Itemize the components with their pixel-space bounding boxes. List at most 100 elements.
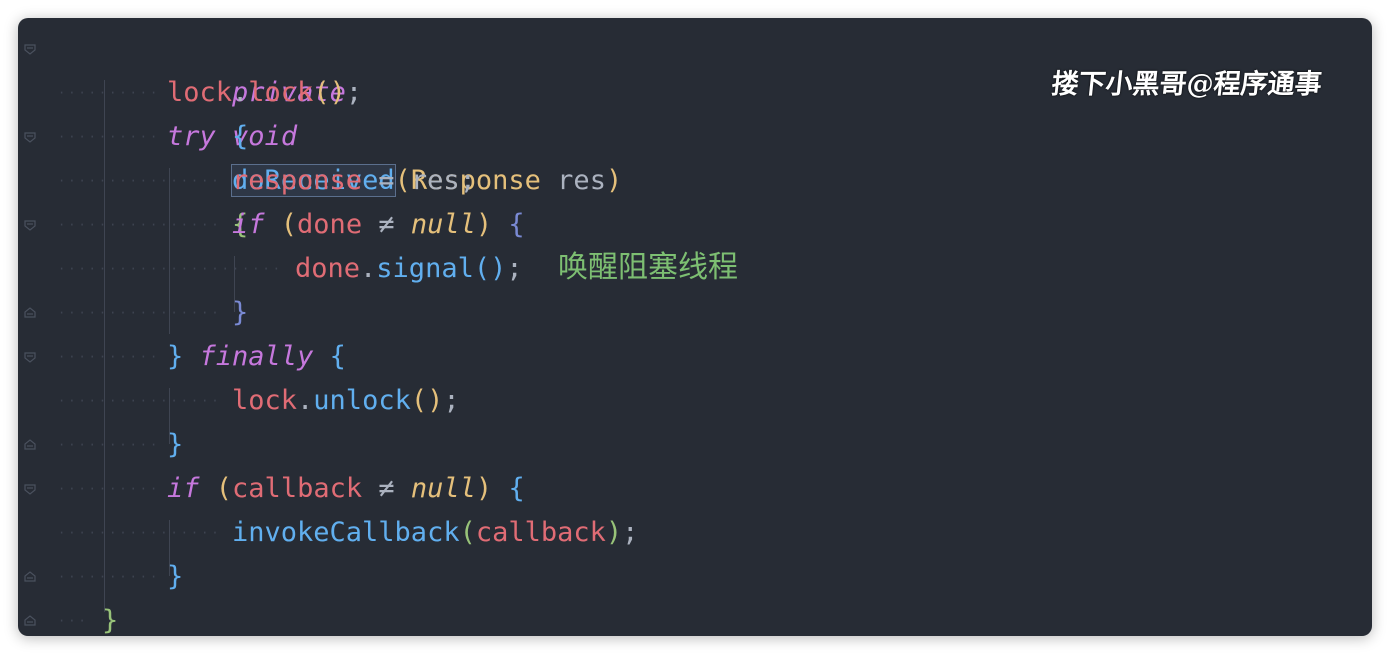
code-editor-window: private void doReceived(Response res) { … bbox=[18, 18, 1372, 636]
dot: . bbox=[297, 385, 314, 416]
code-line-2[interactable]: ·········· lock.lock(); bbox=[18, 71, 1338, 115]
indent-guide bbox=[169, 520, 170, 576]
method-call: signal bbox=[376, 253, 474, 284]
method-call: lock bbox=[248, 77, 314, 108]
paren: () bbox=[473, 253, 507, 284]
argument: callback bbox=[475, 517, 606, 548]
whitespace-dots: ·········· bbox=[58, 570, 161, 584]
brace: } bbox=[232, 297, 249, 328]
method-name-selected[interactable]: doReceived bbox=[231, 164, 396, 197]
whitespace-dots: ················ bbox=[58, 174, 222, 188]
brace: } bbox=[167, 341, 184, 372]
identifier: lock bbox=[167, 77, 233, 108]
brace: } bbox=[167, 429, 184, 460]
code-line-10[interactable]: ·········· } bbox=[18, 423, 1338, 467]
editor-gutter bbox=[18, 18, 58, 636]
semicolon: ; bbox=[443, 385, 460, 416]
keyword-null: null bbox=[410, 209, 476, 240]
code-line-1[interactable]: private void doReceived(Response res) { bbox=[18, 27, 1338, 240]
keyword-null: null bbox=[410, 473, 476, 504]
code-line-9[interactable]: ················ lock.unlock(); bbox=[18, 379, 1338, 423]
fold-close-icon[interactable] bbox=[24, 307, 36, 319]
fold-open-icon[interactable] bbox=[24, 43, 36, 55]
fold-open-icon[interactable] bbox=[24, 131, 36, 143]
semicolon: ; bbox=[345, 77, 363, 108]
whitespace-dots: ················ bbox=[58, 526, 222, 540]
whitespace-dots: ·········· bbox=[58, 130, 161, 144]
indent-guide bbox=[234, 256, 235, 312]
paren: () bbox=[410, 385, 444, 416]
fold-open-icon[interactable] bbox=[24, 351, 36, 363]
whitespace-dots: ················ bbox=[58, 306, 222, 320]
paren: ( bbox=[280, 209, 298, 240]
indent-guide bbox=[169, 388, 170, 444]
annotation-wake-blocked-thread: 唤醒阻塞线程 bbox=[558, 250, 738, 285]
brace: { bbox=[329, 341, 346, 372]
dot: . bbox=[232, 77, 249, 108]
whitespace-dots: ·········· bbox=[58, 86, 161, 100]
fold-open-icon[interactable] bbox=[24, 483, 36, 495]
identifier: done bbox=[297, 209, 363, 240]
whitespace-dots: ················ bbox=[58, 394, 222, 408]
semicolon: ; bbox=[506, 253, 523, 284]
code-line-14[interactable]: ··· } bbox=[18, 599, 1338, 636]
identifier: callback bbox=[232, 473, 363, 504]
code-line-3[interactable]: ·········· try { bbox=[18, 115, 1338, 159]
paren: ) bbox=[605, 165, 623, 196]
identifier: response bbox=[232, 165, 363, 196]
operator: ≠ bbox=[362, 473, 411, 504]
paren: ( bbox=[394, 165, 411, 196]
keyword: finally bbox=[199, 341, 314, 372]
whitespace-dots: ·········· bbox=[58, 438, 161, 452]
code-line-5[interactable]: ················ if (done ≠ null) { bbox=[18, 203, 1338, 247]
paren: ( bbox=[459, 517, 476, 548]
code-line-4[interactable]: ················ response = res; bbox=[18, 159, 1338, 203]
type-name: Response bbox=[410, 165, 541, 196]
brace: } bbox=[167, 561, 184, 592]
whitespace-dots: ·········· bbox=[58, 350, 161, 364]
fold-close-icon[interactable] bbox=[24, 439, 36, 451]
whitespace-dots: ················ bbox=[58, 218, 222, 232]
keyword: if bbox=[167, 473, 200, 504]
keyword: try bbox=[167, 121, 216, 152]
fold-close-icon[interactable] bbox=[24, 615, 36, 627]
semicolon: ; bbox=[622, 517, 639, 548]
keyword: private bbox=[232, 77, 346, 108]
code-line-8[interactable]: ·········· } finally { bbox=[18, 335, 1338, 379]
semicolon: ; bbox=[459, 165, 476, 196]
paren: () bbox=[313, 77, 346, 108]
whitespace-dots: ······················ bbox=[58, 262, 283, 276]
brace: { bbox=[508, 209, 525, 240]
method-call: invokeCallback bbox=[232, 517, 460, 548]
operator: = bbox=[362, 165, 411, 196]
dot: . bbox=[360, 253, 377, 284]
code-line-11[interactable]: ·········· if (callback ≠ null) { bbox=[18, 467, 1338, 511]
fold-close-icon[interactable] bbox=[24, 571, 36, 583]
paren: ) bbox=[475, 473, 493, 504]
watermark: 搂下小黑哥@程序通事 bbox=[1050, 69, 1324, 100]
code-line-12[interactable]: ················ invokeCallback(callback… bbox=[18, 511, 1338, 555]
paren: ) bbox=[605, 517, 623, 548]
operator: ≠ bbox=[362, 209, 411, 240]
code-line-13[interactable]: ·········· } bbox=[18, 555, 1338, 599]
whitespace-dots: ··· bbox=[58, 614, 89, 628]
indent-guide bbox=[104, 80, 105, 612]
brace: { bbox=[232, 121, 249, 152]
parameter: res bbox=[540, 165, 606, 196]
keyword: if bbox=[232, 209, 265, 240]
indent-guide bbox=[169, 168, 170, 334]
code-line-7[interactable]: ················ } bbox=[18, 291, 1338, 335]
brace: { bbox=[508, 473, 525, 504]
brace: } bbox=[102, 605, 119, 636]
code-line-6[interactable]: ······················ done.signal(); bbox=[18, 247, 1338, 291]
identifier: done bbox=[295, 253, 361, 284]
paren: ) bbox=[475, 209, 493, 240]
paren: ( bbox=[215, 473, 233, 504]
identifier: lock bbox=[232, 385, 298, 416]
brace: { bbox=[232, 209, 249, 240]
fold-open-icon[interactable] bbox=[24, 219, 36, 231]
method-call: unlock bbox=[313, 385, 411, 416]
identifier: res bbox=[410, 165, 460, 196]
keyword: void bbox=[232, 121, 298, 152]
whitespace-dots: ·········· bbox=[58, 482, 161, 496]
